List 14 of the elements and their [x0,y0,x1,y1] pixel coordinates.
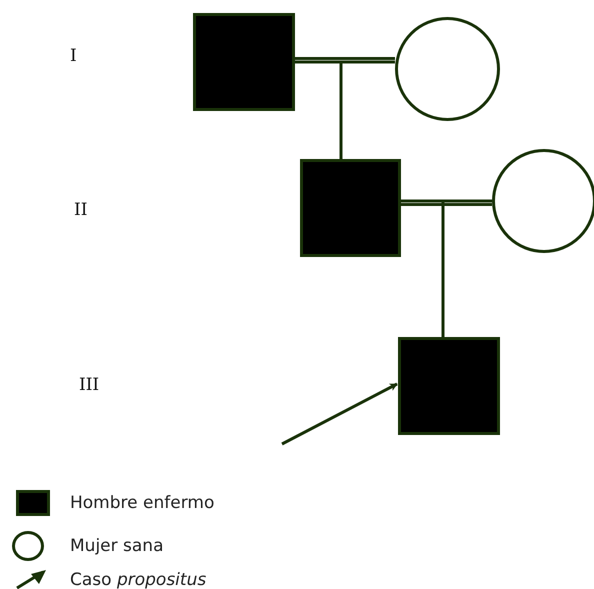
pedigree-line [442,200,492,337]
generation-label: I [70,46,77,66]
generation-label: III [79,375,100,395]
pedigree-line [340,60,395,159]
pedigree-line [295,57,395,60]
filled-square [193,13,295,111]
filled-square [300,159,401,257]
legend-label: Hombre enfermo [70,493,214,513]
generation-label: II [74,200,88,220]
legend-label: Mujer sana [70,536,164,556]
legend-label: Caso propositus [70,570,206,589]
arrow [281,382,398,446]
pedigree-line [401,203,492,206]
filled-square [398,337,500,435]
